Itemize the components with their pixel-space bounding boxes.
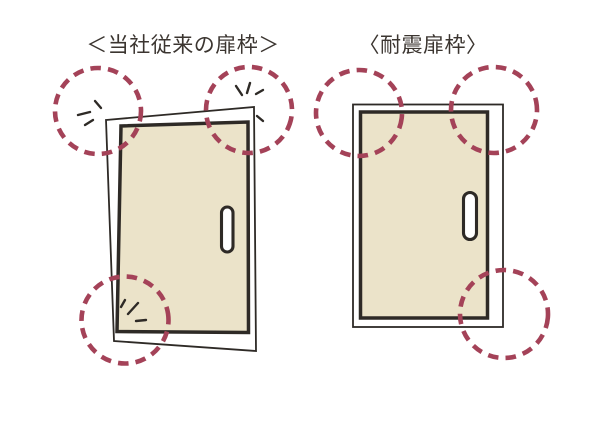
left-door-handle-icon: [219, 205, 235, 254]
highlight-circle-right-bottom-right: [457, 267, 551, 361]
impact-burst-top-left-icon: [76, 99, 103, 127]
left-figure-title: ＜当社従来の扉枠＞: [86, 34, 280, 57]
impact-burst-top-right-icon: [234, 81, 265, 123]
highlight-circle-left-top-left: [52, 65, 144, 157]
right-door-figure: [313, 64, 551, 361]
highlight-circle-left-bottom-left: [79, 274, 171, 366]
impact-burst-bottom-left-icon: [119, 298, 148, 323]
highlight-circle-left-top-right: [203, 64, 295, 156]
right-figure-title: 〈耐震扉枠〉: [358, 34, 488, 57]
left-door-figure: [52, 64, 295, 366]
left-door-leaf: [115, 120, 251, 335]
highlight-circle-right-top-right: [448, 64, 540, 156]
right-door-handle-icon: [461, 190, 479, 242]
highlight-circle-right-top-left: [313, 67, 405, 159]
